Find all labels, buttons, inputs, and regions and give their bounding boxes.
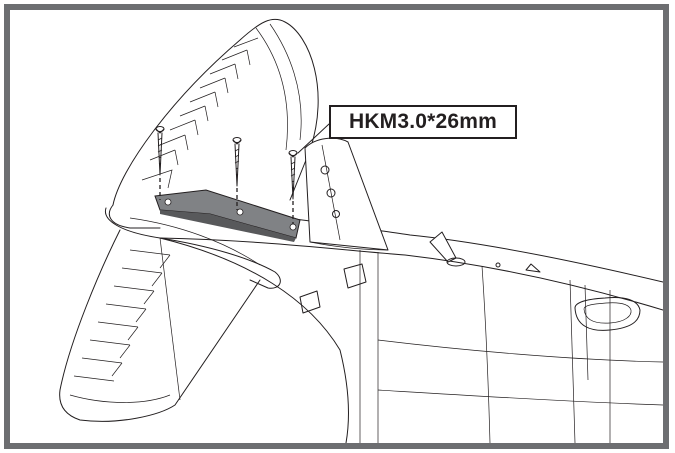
tail-assembly-illustration bbox=[59, 18, 663, 443]
stabilizer-bracket bbox=[154, 189, 301, 242]
elevator-ribs-upper bbox=[141, 37, 259, 189]
elevator-ribs-lower bbox=[73, 249, 171, 382]
screw-middle bbox=[232, 137, 242, 210]
screw-left bbox=[155, 126, 165, 200]
screw-right bbox=[288, 150, 298, 224]
horizontal-stabilizer bbox=[59, 18, 319, 422]
figure-frame: HKM3.0*26mm bbox=[4, 4, 669, 449]
callout-leader bbox=[297, 123, 330, 154]
screw-spec-callout: HKM3.0*26mm bbox=[329, 105, 517, 139]
fuselage bbox=[159, 209, 663, 443]
vertical-fin bbox=[304, 137, 389, 251]
